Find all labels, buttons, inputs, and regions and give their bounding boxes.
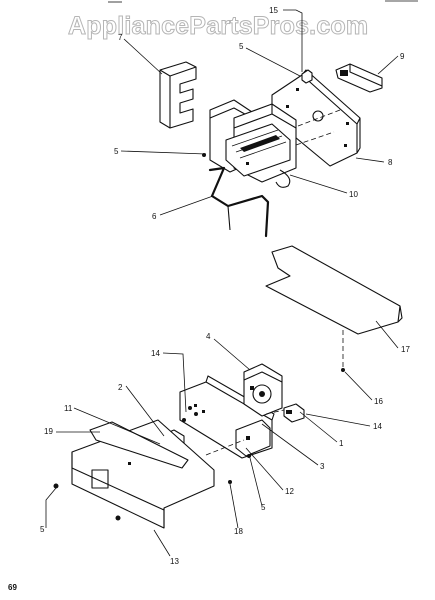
part-17-bracket-plate [265, 245, 403, 368]
part-12-bracket [235, 419, 271, 457]
part-15-clip [301, 69, 313, 84]
part-13-housing [71, 419, 215, 529]
callout-5-right: 5 [261, 503, 266, 512]
callout-6: 6 [152, 212, 157, 221]
callout-11: 11 [64, 404, 73, 413]
callout-9: 9 [400, 52, 405, 61]
callout-19: 19 [44, 427, 53, 436]
callout-16: 16 [374, 397, 383, 406]
callout-13: 13 [170, 557, 179, 566]
assembly-lines [205, 109, 341, 456]
scan-edge-marks [108, 0, 418, 3]
callout-17: 17 [401, 345, 410, 354]
callout-5-bottom: 5 [40, 525, 45, 534]
callout-5-top: 5 [239, 42, 244, 51]
leader-lines [45, 9, 399, 557]
part-6-shutoff-arm [208, 166, 270, 238]
callout-labels: 15 5 7 9 5 8 6 10 17 16 4 14 2 11 19 14 … [40, 6, 410, 566]
callout-12: 12 [285, 487, 294, 496]
callout-7: 7 [118, 33, 123, 42]
callout-14-top: 14 [151, 349, 160, 358]
callout-2: 2 [118, 383, 123, 392]
callout-8: 8 [388, 158, 393, 167]
page-number: 69 [8, 583, 17, 592]
part-4-motor [243, 363, 283, 417]
part-1-connector [283, 403, 305, 423]
part-7-bracket [159, 61, 197, 129]
part-19-cover-plate [89, 421, 189, 469]
callout-1: 1 [339, 439, 344, 448]
part-9-switch [335, 63, 383, 93]
part-16-screw [341, 368, 345, 372]
callout-14-right: 14 [373, 422, 382, 431]
callout-5-left: 5 [114, 147, 119, 156]
callout-10: 10 [349, 190, 358, 199]
callout-4: 4 [206, 332, 211, 341]
callout-3: 3 [320, 462, 325, 471]
watermark: AppliancePartsPros.com [68, 12, 368, 40]
part-10-ice-maker [209, 99, 297, 188]
callout-15: 15 [269, 6, 278, 15]
callout-18: 18 [234, 527, 243, 536]
